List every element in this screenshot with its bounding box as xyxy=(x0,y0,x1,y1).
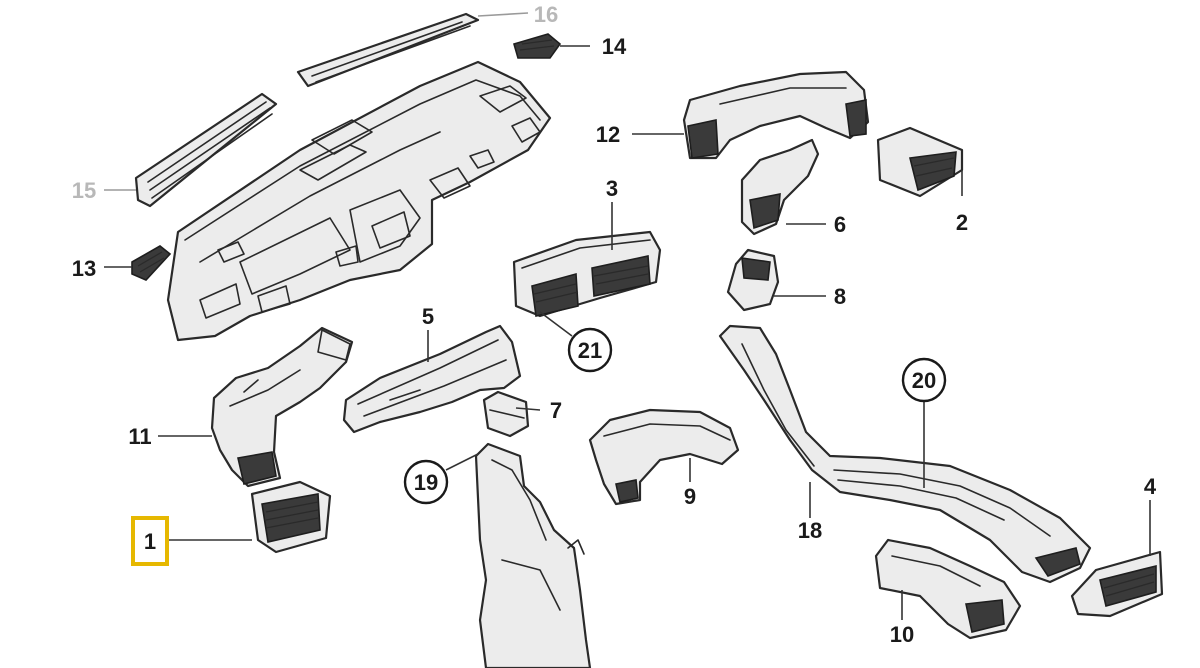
vent-housing-6 xyxy=(740,138,820,236)
callout-5: 5 xyxy=(422,304,434,329)
callout-labels: 1 2 3 4 5 6 7 8 9 10 11 12 13 14 15 16 1… xyxy=(72,2,1157,647)
callout-9: 9 xyxy=(684,484,696,509)
callout-19-ring xyxy=(403,459,449,505)
air-duct-11 xyxy=(210,326,354,488)
side-vent-2 xyxy=(876,126,964,198)
callout-20-ring xyxy=(901,357,947,403)
air-duct-12 xyxy=(682,70,870,160)
callout-21: 21 xyxy=(578,338,602,363)
dashboard-panel xyxy=(166,60,552,342)
callout-15: 15 xyxy=(72,178,96,203)
rear-vent-4 xyxy=(1070,550,1164,618)
leader-lines xyxy=(104,12,1151,620)
air-duct-9 xyxy=(588,408,740,506)
callout-4: 4 xyxy=(1144,474,1157,499)
callout-8: 8 xyxy=(834,284,846,309)
callout-2: 2 xyxy=(956,210,968,235)
small-connector-7 xyxy=(482,390,530,438)
callout-13: 13 xyxy=(72,256,96,281)
callout-1: 1 xyxy=(144,529,156,554)
callout-6: 6 xyxy=(834,212,846,237)
dash-vent-1 xyxy=(250,480,332,554)
callout-10: 10 xyxy=(890,622,914,647)
callout-20: 20 xyxy=(912,368,936,393)
rear-duct-10 xyxy=(874,538,1022,640)
floor-duct-19 xyxy=(474,442,592,668)
vent-connector-8 xyxy=(726,248,780,312)
callout-1-highlight-box xyxy=(131,516,169,566)
callout-16: 16 xyxy=(534,2,558,27)
defrost-vent-strip-side xyxy=(134,92,278,208)
callout-18: 18 xyxy=(798,518,822,543)
center-vent-3 xyxy=(512,230,662,318)
long-duct-18 xyxy=(718,324,1092,584)
callout-21-ring xyxy=(567,327,613,373)
small-grille-left xyxy=(131,245,172,281)
callout-3: 3 xyxy=(606,176,618,201)
defrost-vent-strip-upper xyxy=(296,12,480,88)
callout-12: 12 xyxy=(596,122,620,147)
callout-19: 19 xyxy=(414,470,438,495)
callout-7: 7 xyxy=(550,398,562,423)
callout-11: 11 xyxy=(128,424,151,449)
small-grille-top-right xyxy=(513,33,562,59)
air-duct-5 xyxy=(342,324,522,434)
callout-14: 14 xyxy=(602,34,627,59)
